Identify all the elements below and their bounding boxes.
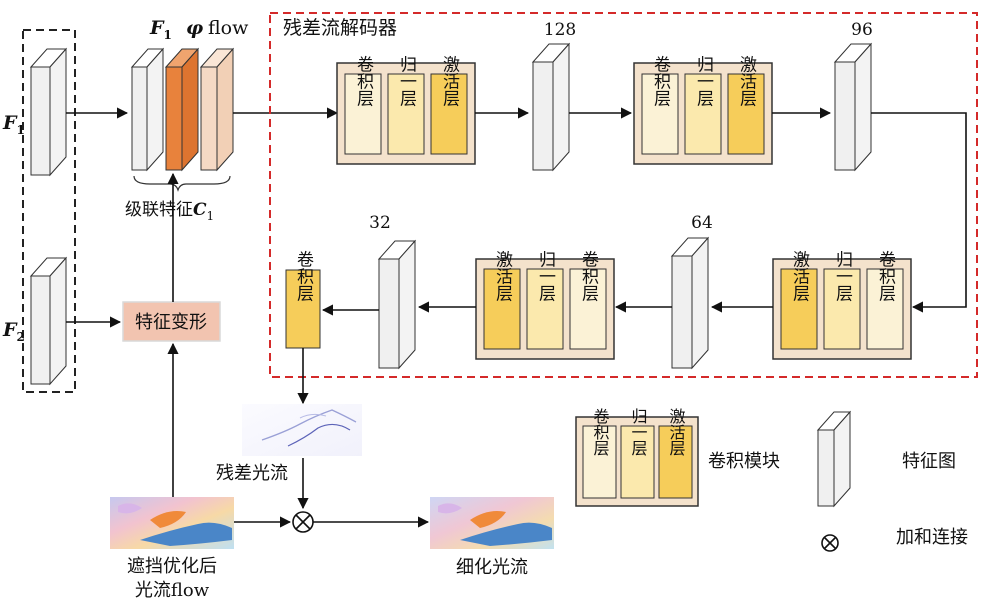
feature-warp-label: 特征变形	[135, 312, 207, 333]
legend-conv-module-label: 卷积模块	[708, 451, 780, 472]
module2-norm-label: 归一层	[693, 55, 714, 106]
concat-f1-layer	[130, 47, 165, 172]
final-conv-label: 卷积层	[293, 250, 314, 301]
decoder-title: 残差流解码器	[283, 17, 397, 39]
channel-96-label: 96	[851, 20, 873, 40]
concat-brace	[133, 175, 231, 192]
channel-128-label: 128	[544, 20, 576, 40]
concat-f1-label: F1	[149, 17, 172, 42]
conv-module-3	[772, 258, 912, 360]
module3-act-label: 激活层	[789, 250, 810, 301]
legend-norm-label: 归一层	[629, 408, 648, 456]
legend-add-icon	[821, 534, 839, 552]
f2-input-label: F2	[2, 319, 25, 344]
feature-map-128	[531, 42, 571, 172]
feature-map-f1-input	[29, 47, 68, 177]
legend-act-label: 激活层	[667, 408, 686, 456]
channel-32-label: 32	[369, 213, 391, 233]
decoder-dashed-box	[269, 12, 978, 378]
occlusion-flow-label-line1: 遮挡优化后	[127, 556, 217, 577]
concat-flow-layer	[199, 47, 235, 172]
module4-norm-label: 归一层	[535, 250, 556, 301]
module4-act-label: 激活层	[492, 250, 513, 301]
legend-conv-label: 卷积层	[591, 408, 610, 456]
module1-act-label: 激活层	[439, 55, 460, 106]
concat-label: 级联特征C1	[125, 200, 214, 223]
occlusion-optimized-flow-image	[110, 497, 234, 549]
occlusion-flow-label-line2: 光流flow	[135, 580, 210, 601]
feature-map-f2-input	[29, 256, 68, 386]
feature-warp-box	[122, 301, 221, 342]
f1-input-label: F1	[2, 112, 25, 137]
refined-flow-image	[430, 497, 554, 549]
module3-conv-label: 卷积层	[875, 250, 896, 301]
module1-conv-label: 卷积层	[353, 55, 374, 106]
concat-phi-layer	[164, 47, 200, 172]
arrow-fm96-to-module3	[871, 112, 967, 313]
refined-flow-label: 细化光流	[456, 557, 528, 578]
module2-act-label: 激活层	[736, 55, 757, 106]
module3-norm-label: 归一层	[832, 250, 853, 301]
legend-conv-module	[575, 416, 699, 507]
module2-conv-label: 卷积层	[650, 55, 671, 106]
concat-feature-stack	[130, 47, 235, 172]
residual-flow-label: 残差光流	[216, 463, 288, 484]
residual-flow-image	[242, 404, 362, 456]
feature-map-32	[377, 239, 417, 370]
input-dashed-box	[22, 29, 76, 393]
channel-64-label: 64	[691, 213, 713, 233]
module1-norm-label: 归一层	[396, 55, 417, 106]
conv-module-4	[475, 258, 615, 360]
final-conv-layer	[285, 269, 321, 349]
feature-map-96	[833, 42, 873, 172]
feature-map-64	[670, 236, 710, 370]
legend-feature-map-label: 特征图	[902, 451, 956, 472]
add-node	[292, 511, 314, 533]
concat-phi-label: φ	[186, 17, 203, 39]
legend-add-label: 加和连接	[896, 527, 968, 548]
conv-module-1	[336, 62, 476, 165]
concat-flow-label: flow	[208, 17, 249, 39]
module4-conv-label: 卷积层	[578, 250, 599, 301]
conv-module-2	[633, 62, 773, 165]
legend-feature-map-icon	[816, 410, 852, 508]
